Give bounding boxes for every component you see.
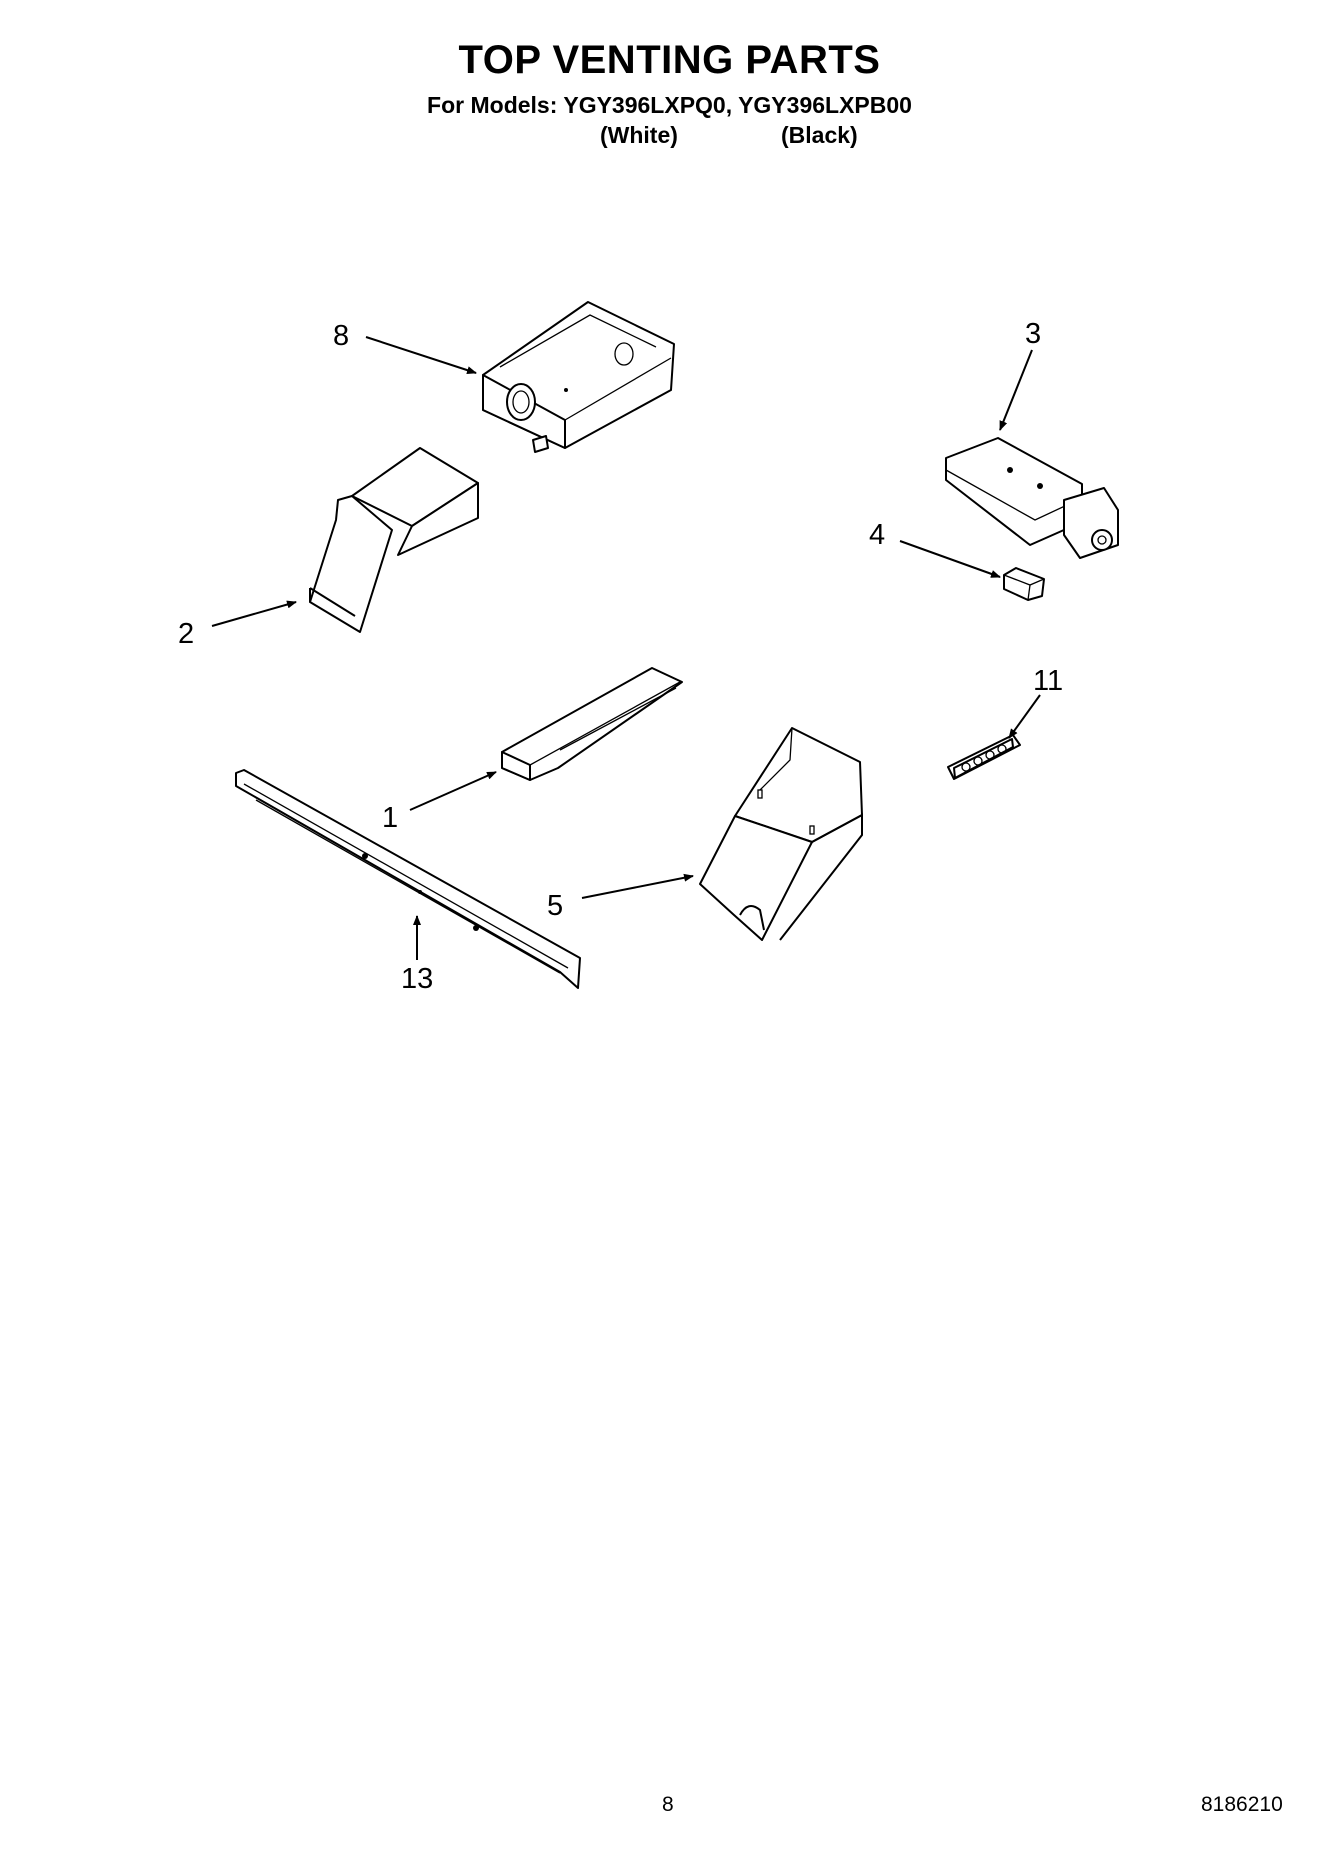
models-line: For Models: YGY396LXPQ0, YGY396LXPB00 [427, 92, 912, 118]
variant-black-label: (Black) [781, 122, 858, 148]
callout-8: 8 [333, 320, 349, 352]
document-number: 8186210 [1201, 1793, 1283, 1816]
callout-5: 5 [547, 890, 563, 922]
callout-3: 3 [1025, 318, 1041, 350]
part-5-bottom-duct [699, 727, 863, 941]
page-title: TOP VENTING PARTS [458, 38, 881, 82]
part-11-terminal-strip [947, 734, 1021, 780]
page-number: 8 [662, 1793, 674, 1816]
part-8-vent-box [482, 301, 675, 453]
part-1-channel [501, 667, 683, 781]
leader-lines [211, 336, 1041, 960]
part-13-rail [235, 769, 581, 989]
part-4-small-block [1003, 567, 1045, 601]
variant-white-label: (White) [600, 122, 678, 148]
callout-11: 11 [1033, 665, 1063, 697]
callout-2: 2 [178, 618, 194, 650]
callout-4: 4 [869, 519, 885, 551]
callout-13: 13 [401, 963, 433, 995]
part-3-switch-assembly [945, 437, 1119, 559]
part-2-duct [309, 447, 479, 633]
callout-1: 1 [382, 802, 398, 834]
